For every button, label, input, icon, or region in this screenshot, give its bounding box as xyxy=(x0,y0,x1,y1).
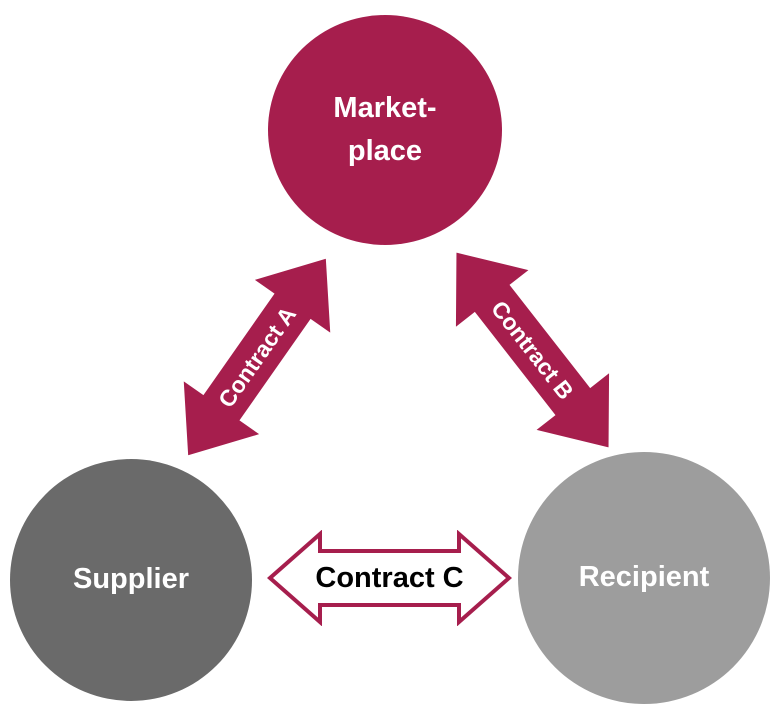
marketplace-node-label: Market- place xyxy=(333,91,437,168)
contract-b-arrow: Contract B xyxy=(420,224,645,475)
marketplace-node: Market- place xyxy=(268,15,502,245)
contract-c-arrow: Contract C xyxy=(267,530,512,626)
recipient-node-label: Recipient xyxy=(578,561,710,594)
double-headed-arrow-outline-icon xyxy=(267,530,512,626)
double-headed-arrow-icon xyxy=(183,258,331,456)
supplier-node: Supplier xyxy=(10,459,252,701)
supplier-node-label: Supplier xyxy=(72,563,189,596)
recipient-node: Recipient xyxy=(518,452,770,704)
double-headed-arrow-icon xyxy=(455,252,610,448)
contract-a-arrow: Contract A xyxy=(150,232,363,481)
